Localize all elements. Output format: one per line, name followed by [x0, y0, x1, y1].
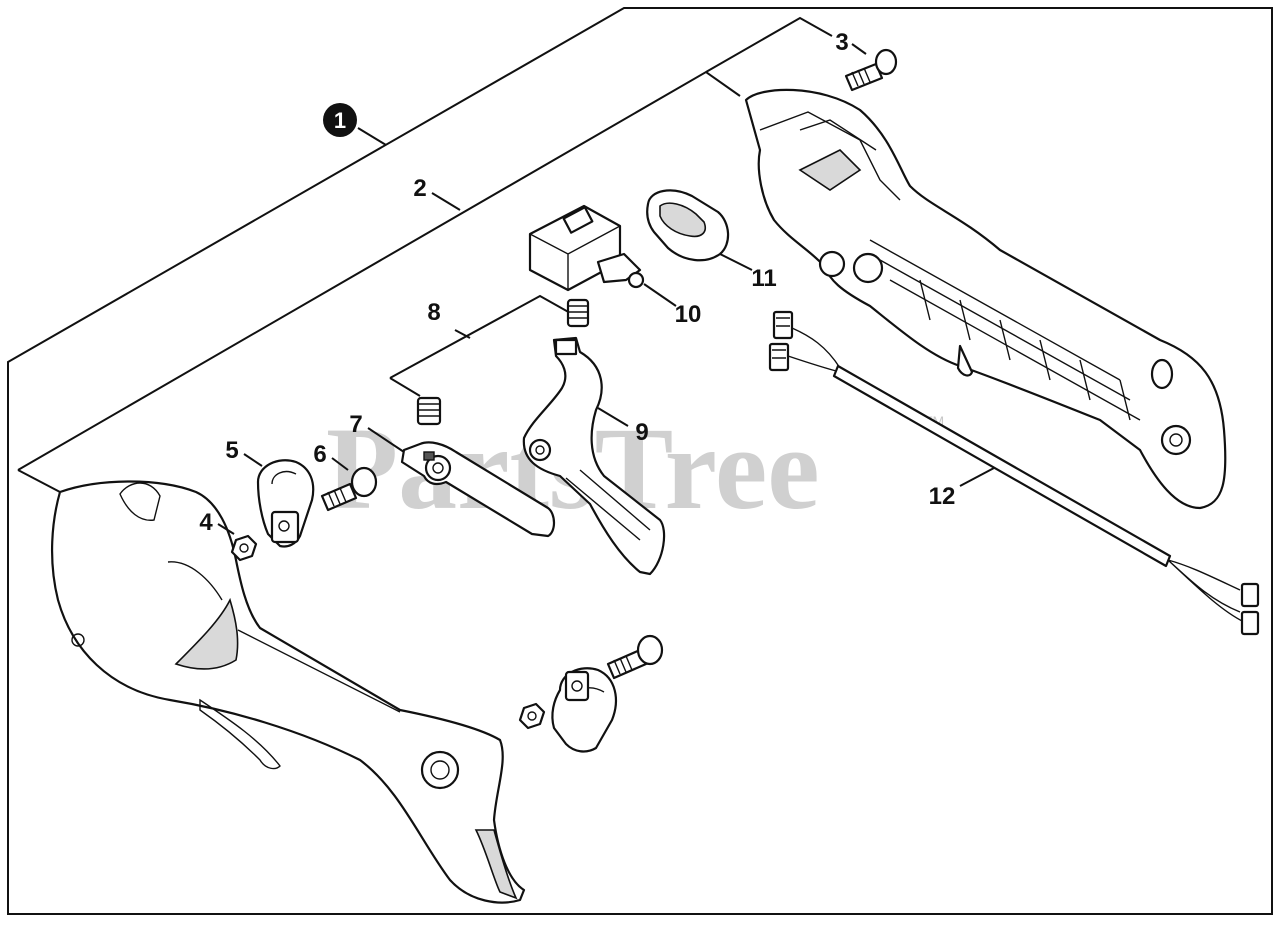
callout-11-label: 11 [751, 265, 776, 292]
callout-4-label: 4 [199, 509, 213, 536]
part-10-switch [528, 204, 645, 292]
part-5-clamp [256, 459, 315, 548]
group-2-bracket [17, 16, 833, 471]
diagram-frame [7, 7, 1273, 915]
callout-6-label: 6 [313, 441, 326, 468]
part-9-trigger [522, 336, 666, 576]
part-6-screw [320, 466, 378, 512]
part-12-cable [768, 310, 1260, 636]
part-3-screw [844, 48, 898, 92]
callout-2-label: 2 [413, 175, 426, 202]
group-8-bracket [389, 294, 573, 397]
part-11-grommet [646, 189, 730, 262]
callout-9-label: 9 [635, 419, 648, 446]
callout-12-label: 12 [929, 483, 956, 510]
group-2-lower-leader [17, 469, 61, 493]
part-8-springs [416, 298, 590, 426]
lower-nut [518, 702, 546, 730]
lower-clamp-assembly [518, 634, 664, 753]
lower-handle-housing [51, 480, 526, 904]
callout-10-label: 10 [675, 301, 702, 328]
callout-5-label: 5 [225, 437, 238, 464]
callout-assembly-badge: 1 [323, 103, 357, 137]
group-2-leader [431, 192, 461, 211]
callout-leaders [217, 43, 995, 535]
callout-8-label: 8 [427, 299, 440, 326]
part-7-lever [400, 441, 556, 538]
callout-7-label: 7 [349, 411, 362, 438]
assembly-bracket-leader [357, 127, 387, 146]
callout-3-label: 3 [835, 29, 848, 56]
upper-handle-half [744, 88, 1227, 510]
callout-1-label: 1 [334, 108, 346, 133]
part-4-nut [230, 534, 258, 562]
